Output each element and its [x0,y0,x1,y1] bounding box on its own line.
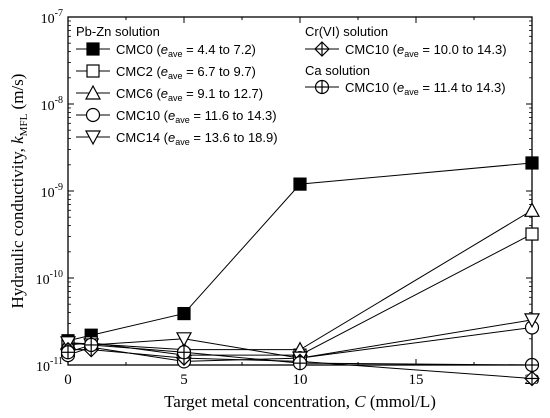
marker-shape [177,306,191,321]
x-axis-label: Target metal concentration, C (mmol/L) [164,392,436,411]
marker-shape [86,64,100,78]
marker-shape [84,84,102,100]
series-cmc0-0 [61,156,539,348]
legend-label: CMC6 (eave = 9.1 to 12.7) [116,86,263,103]
data-point [176,345,192,360]
legend-item: CMC10 (eave = 11.4 to 14.3) [305,79,506,97]
marker-circle-open [85,107,101,123]
marker-shape [525,156,539,170]
marker-square-open [86,64,100,78]
data-point [525,156,539,170]
marker-shape [293,177,307,191]
legend-item: CMC0 (eave = 4.4 to 7.2) [76,42,256,59]
legend: Pb-Zn solution Cr(VI) solution Ca solution… [76,24,507,147]
y-tick-label: 10-8 [41,95,63,114]
legend-label: CMC0 (eave = 4.4 to 7.2) [116,42,256,59]
marker-shape [525,227,539,241]
legend-label: CMC10 (eave = 10.0 to 14.3) [345,42,507,59]
legend-label: CMC10 (eave = 11.6 to 14.3) [116,108,277,125]
axis-labels: Target metal concentration, C (mmol/L) Hy… [8,74,436,411]
y-tick-label: 10-11 [36,356,63,375]
data-point [523,313,541,329]
x-tick-label: 15 [409,372,424,388]
data-point [293,177,307,191]
marker-shape [523,313,541,329]
marker-square-filled [86,42,100,56]
legend-item: CMC10 (eave = 10.0 to 14.3) [305,41,507,59]
legend-item: CMC10 (eave = 11.6 to 14.3) [76,107,277,125]
data-point [292,356,308,371]
x-tick-label: 0 [64,372,72,388]
data-point [523,202,541,217]
legend-label: CMC14 (eave = 13.6 to 18.9) [116,130,278,147]
series-layer [59,156,541,387]
series-cmc6-2 [59,202,541,357]
marker-triangle-down-open [84,130,102,146]
data-point [175,332,193,348]
marker-shape [175,332,193,348]
y-tick-label: 10-7 [41,8,63,27]
data-point [177,306,191,321]
data-point [524,357,540,373]
marker-shape [85,107,101,123]
legend-label: CMC10 (eave = 11.4 to 14.3) [345,80,506,97]
y-tick-label: 10-10 [36,269,63,288]
x-tick-label: 10 [293,372,308,388]
marker-diamond-cross [314,41,330,57]
data-point [60,345,76,360]
legend-item: CMC2 (eave = 6.7 to 9.7) [76,64,256,81]
data-point [84,337,99,353]
series-line [67,209,533,351]
legend-item: CMC14 (eave = 13.6 to 18.9) [76,130,278,147]
legend-label: CMC2 (eave = 6.7 to 9.7) [116,64,256,81]
marker-triangle-up-open [84,84,102,100]
legend-group-title: Cr(VI) solution [305,24,388,39]
series-cmc14-4 [59,313,541,367]
x-tick-label: 5 [180,372,188,388]
legend-group-title: Pb-Zn solution [76,24,160,39]
marker-shape [84,130,102,146]
legend-item: CMC6 (eave = 9.1 to 12.7) [76,84,263,103]
y-axis-label: Hydraulic conductivity, kMFL (m/s) [8,74,30,309]
data-point [524,370,540,387]
series-cmc2-1 [61,227,539,362]
marker-circle-cross [314,79,330,95]
marker-shape [523,202,541,217]
y-tick-label: 10-9 [41,182,63,201]
series-cmc10-6 [60,337,540,373]
data-point [525,227,539,241]
legend-group-title: Ca solution [305,63,370,78]
marker-shape [86,42,100,56]
